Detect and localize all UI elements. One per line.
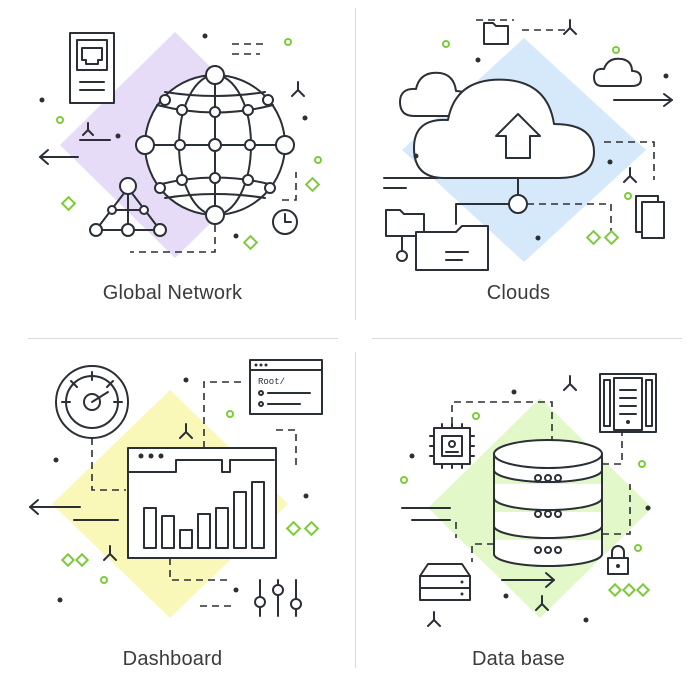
horizontal-divider-right — [372, 338, 682, 339]
vertical-divider-bottom — [355, 352, 356, 668]
caption-clouds: Clouds — [486, 282, 551, 304]
horizontal-divider-left — [28, 338, 338, 339]
dashboard-icon: Root/ — [29, 359, 323, 618]
terminal-text: Root/ — [258, 377, 285, 387]
vertical-divider-top — [355, 8, 356, 320]
cloud-upload-icon — [383, 19, 673, 271]
global-network-icon — [39, 32, 322, 258]
database-icon — [400, 373, 657, 627]
panel-global-network: Global Network — [0, 0, 345, 330]
caption-database: Data base — [472, 648, 565, 670]
panel-database: Data base — [346, 344, 691, 684]
panel-dashboard: Root/ — [0, 344, 345, 684]
caption-global-network: Global Network — [102, 282, 243, 304]
panel-clouds: Clouds — [346, 0, 691, 330]
caption-dashboard: Dashboard — [122, 648, 223, 670]
